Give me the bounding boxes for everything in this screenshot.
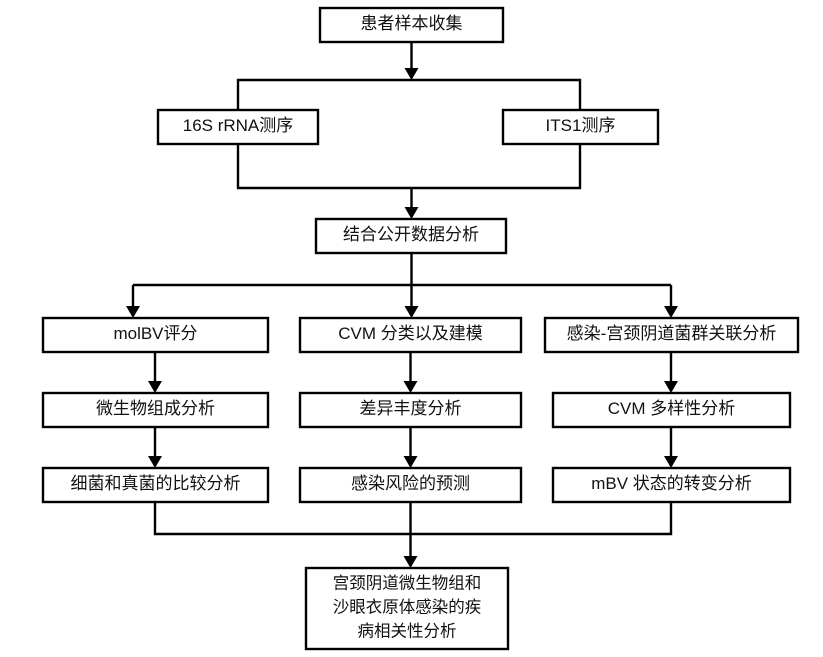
node-disease-correlation-analysis-box[interactable] xyxy=(304,566,510,651)
node-disease-correlation-analysis-label-line-0: 宫颈阴道微生物组和 xyxy=(333,574,482,593)
node-cvm-classification-modeling-label-line-0: CVM 分类以及建模 xyxy=(338,324,483,343)
edge-sample-to-split-arrowhead xyxy=(404,68,419,80)
node-sample-collection[interactable]: 患者样本收集 xyxy=(318,6,505,44)
edge-sequencing-merge-bus-line xyxy=(236,144,582,190)
node-bacteria-fungi-comparison-box[interactable] xyxy=(41,466,270,504)
node-public-data-analysis-box[interactable] xyxy=(314,217,508,255)
node-cvm-classification-modeling-label: CVM 分类以及建模 xyxy=(338,324,483,343)
node-disease-correlation-analysis-label-line-1: 沙眼衣原体感染的疾 xyxy=(333,598,482,617)
edge-bus-to-cvm-classification-arrowhead xyxy=(404,306,419,318)
edge-composition-to-comparison-arrowhead xyxy=(148,456,162,468)
edge-differential-to-risk xyxy=(403,427,418,468)
edge-diversity-to-mbv-arrowhead xyxy=(664,456,678,468)
node-its1-sequencing-label-line-0: ITS1测序 xyxy=(546,116,616,135)
node-mbv-state-transition-analysis-box[interactable] xyxy=(551,466,792,504)
node-infection-cervicovaginal-association-label: 感染-宫颈阴道菌群关联分析 xyxy=(567,324,777,343)
node-infection-cervicovaginal-association-box[interactable] xyxy=(543,316,800,354)
edge-bus-to-cvm-classification xyxy=(404,285,419,318)
edge-merge-to-public-data-arrowhead xyxy=(404,207,419,219)
node-infection-risk-prediction-box[interactable] xyxy=(298,466,523,504)
node-its1-sequencing-label: ITS1测序 xyxy=(546,116,616,135)
node-molbv-score-label: molBV评分 xyxy=(113,324,197,343)
node-microbial-composition-analysis-label: 微生物组成分析 xyxy=(96,399,215,418)
node-16s-rrna-sequencing[interactable]: 16S rRNA测序 xyxy=(156,108,320,146)
edge-bus-to-disease-correlation-arrowhead xyxy=(403,556,418,568)
node-16s-rrna-sequencing-label-line-0: 16S rRNA测序 xyxy=(183,116,294,135)
node-infection-cervicovaginal-association[interactable]: 感染-宫颈阴道菌群关联分析 xyxy=(543,316,800,354)
node-microbial-composition-analysis-label-line-0: 微生物组成分析 xyxy=(96,399,215,418)
node-mbv-state-transition-analysis-label: mBV 状态的转变分析 xyxy=(591,474,752,493)
node-cvm-diversity-analysis-label: CVM 多样性分析 xyxy=(608,399,736,418)
node-infection-cervicovaginal-association-label-line-0: 感染-宫颈阴道菌群关联分析 xyxy=(567,324,777,343)
edge-sequencing-merge-bus xyxy=(236,144,582,190)
node-public-data-analysis-label-line-0: 结合公开数据分析 xyxy=(343,225,479,244)
edge-differential-to-risk-arrowhead xyxy=(403,456,418,468)
node-molbv-score-box[interactable] xyxy=(41,316,270,354)
node-16s-rrna-sequencing-label: 16S rRNA测序 xyxy=(183,116,294,135)
node-cvm-diversity-analysis-label-line-0: CVM 多样性分析 xyxy=(608,399,736,418)
edge-molbv-to-composition-arrowhead xyxy=(148,381,162,393)
node-molbv-score-label-line-0: molBV评分 xyxy=(113,324,197,343)
edge-association-to-diversity-arrowhead xyxy=(664,381,678,393)
node-differential-abundance-analysis-label: 差异丰度分析 xyxy=(360,399,462,418)
edge-merge-to-public-data xyxy=(404,188,419,219)
node-differential-abundance-analysis[interactable]: 差异丰度分析 xyxy=(298,391,523,429)
node-disease-correlation-analysis[interactable]: 宫颈阴道微生物组和沙眼衣原体感染的疾病相关性分析 xyxy=(304,566,510,651)
node-bacteria-fungi-comparison-label: 细菌和真菌的比较分析 xyxy=(71,474,241,493)
node-cvm-diversity-analysis-box[interactable] xyxy=(551,391,792,429)
edge-association-to-diversity xyxy=(664,352,678,393)
node-bacteria-fungi-comparison-label-line-0: 细菌和真菌的比较分析 xyxy=(71,474,241,493)
node-its1-sequencing-box[interactable] xyxy=(501,108,660,146)
edge-molbv-to-composition xyxy=(148,352,162,393)
node-sample-collection-label-line-0: 患者样本收集 xyxy=(361,14,463,33)
edge-bottom-merge-bus-line xyxy=(153,502,673,536)
edges-layer xyxy=(126,42,678,568)
edge-sample-to-split xyxy=(404,42,419,80)
edge-bus-to-disease-correlation xyxy=(403,534,418,568)
node-bacteria-fungi-comparison[interactable]: 细菌和真菌的比较分析 xyxy=(41,466,270,504)
edge-bus-split-sequencing xyxy=(236,78,582,110)
node-sample-collection-label: 患者样本收集 xyxy=(361,14,463,33)
node-sample-collection-box[interactable] xyxy=(318,6,505,44)
node-infection-risk-prediction[interactable]: 感染风险的预测 xyxy=(298,466,523,504)
node-public-data-analysis[interactable]: 结合公开数据分析 xyxy=(314,217,508,255)
node-cvm-classification-modeling[interactable]: CVM 分类以及建模 xyxy=(298,316,523,354)
node-disease-correlation-analysis-label-line-2: 病相关性分析 xyxy=(358,622,457,641)
edge-cvm-class-to-differential-arrowhead xyxy=(403,381,418,393)
node-infection-risk-prediction-label: 感染风险的预测 xyxy=(351,474,470,493)
edge-bus-split-sequencing-line xyxy=(236,78,582,110)
node-mbv-state-transition-analysis-label-line-0: mBV 状态的转变分析 xyxy=(591,474,752,493)
node-differential-abundance-analysis-box[interactable] xyxy=(298,391,523,429)
edge-bus-to-molbv xyxy=(126,285,140,318)
edge-composition-to-comparison xyxy=(148,427,162,468)
node-disease-correlation-analysis-label: 宫颈阴道微生物组和沙眼衣原体感染的疾病相关性分析 xyxy=(333,574,482,641)
node-cvm-diversity-analysis[interactable]: CVM 多样性分析 xyxy=(551,391,792,429)
edge-bus-to-molbv-arrowhead xyxy=(126,306,140,318)
node-microbial-composition-analysis-box[interactable] xyxy=(41,391,270,429)
node-its1-sequencing[interactable]: ITS1测序 xyxy=(501,108,660,146)
node-public-data-analysis-label: 结合公开数据分析 xyxy=(343,225,479,244)
node-molbv-score[interactable]: molBV评分 xyxy=(41,316,270,354)
edge-cvm-class-to-differential xyxy=(403,352,418,393)
node-differential-abundance-analysis-label-line-0: 差异丰度分析 xyxy=(360,399,462,418)
node-microbial-composition-analysis[interactable]: 微生物组成分析 xyxy=(41,391,270,429)
edge-bus-to-infection-association xyxy=(664,285,678,318)
node-mbv-state-transition-analysis[interactable]: mBV 状态的转变分析 xyxy=(551,466,792,504)
node-infection-risk-prediction-label-line-0: 感染风险的预测 xyxy=(351,474,470,493)
edge-bus-to-infection-association-arrowhead xyxy=(664,306,678,318)
edge-diversity-to-mbv xyxy=(664,427,678,468)
node-cvm-classification-modeling-box[interactable] xyxy=(298,316,523,354)
node-16s-rrna-sequencing-box[interactable] xyxy=(156,108,320,146)
edge-bottom-merge-bus xyxy=(153,502,673,536)
